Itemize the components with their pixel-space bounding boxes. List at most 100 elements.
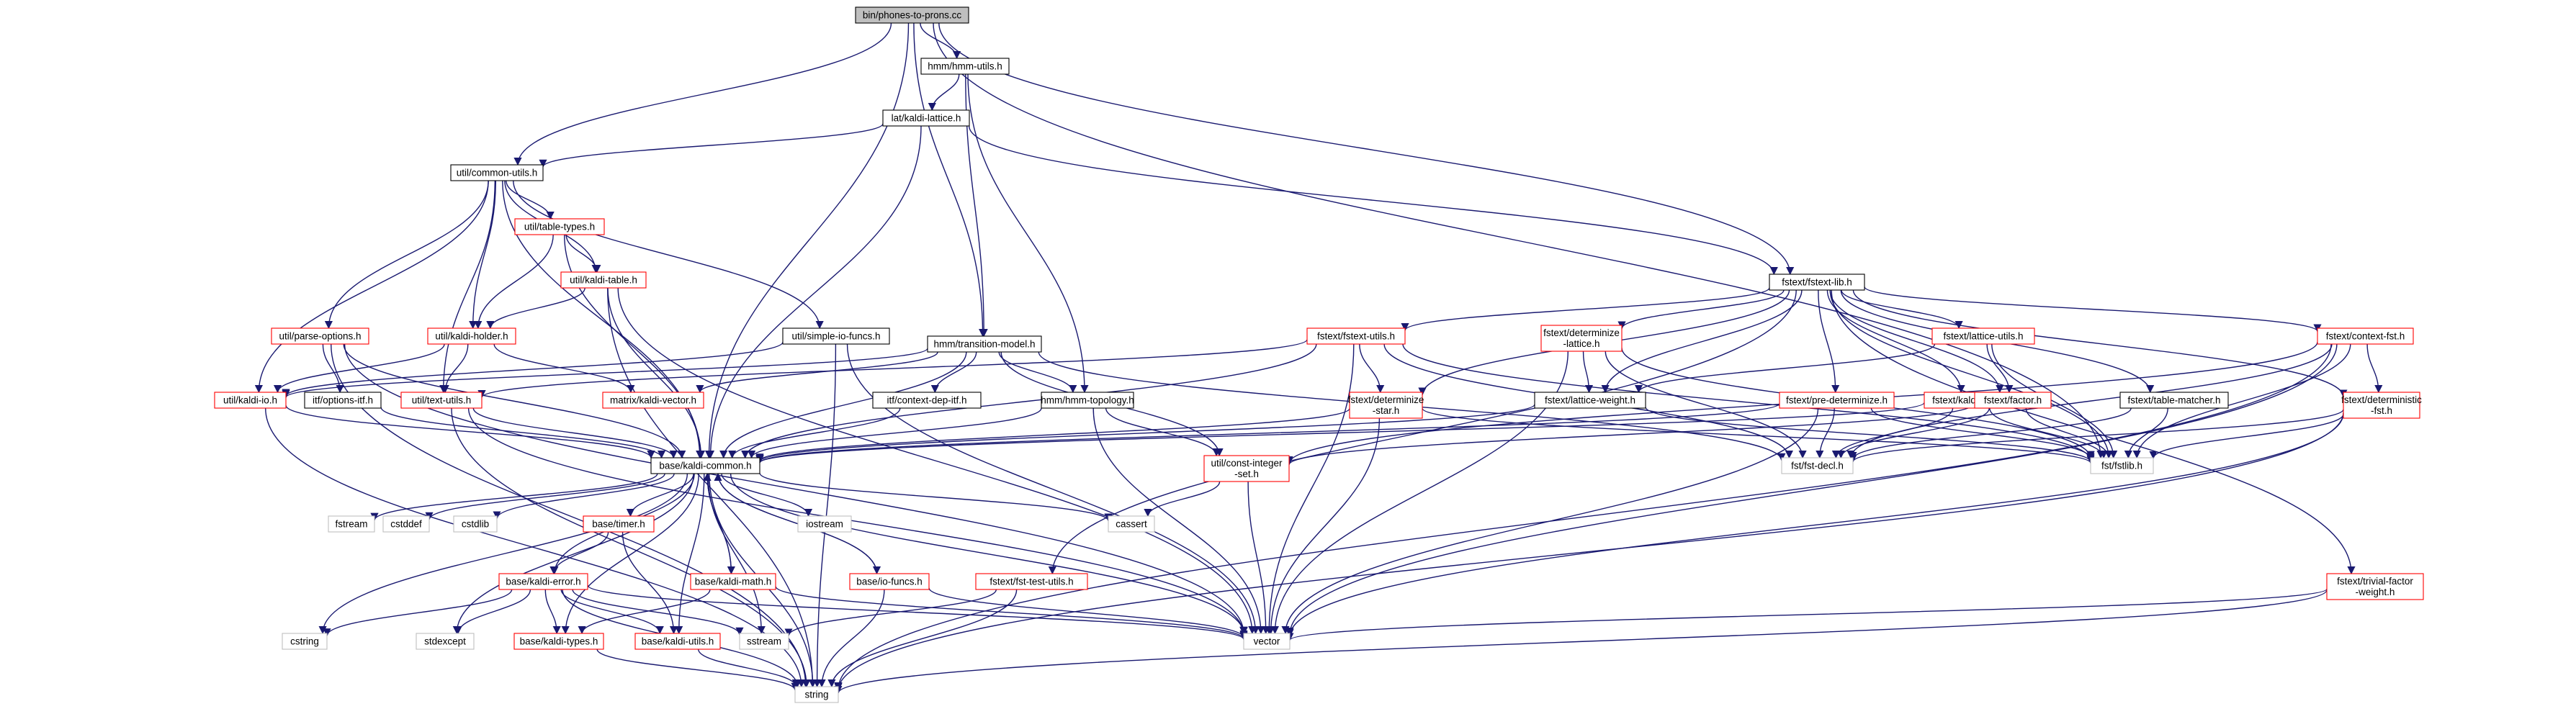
node-box bbox=[416, 633, 475, 650]
edge-util_kaldi_io-to-base_kaldi_common bbox=[285, 405, 655, 459]
node-itf-options[interactable]: itf/options-itf.h bbox=[304, 392, 382, 409]
node-base-io-funcs[interactable]: base/io-funcs.h bbox=[849, 573, 930, 590]
node-label: vector bbox=[1254, 636, 1280, 647]
node-fstext-determinize-star[interactable]: fstext/determinize-star.h bbox=[1348, 392, 1424, 419]
node-util-common[interactable]: util/common-utils.h bbox=[450, 164, 544, 181]
node-box bbox=[2090, 457, 2154, 474]
node-fstext-lib[interactable]: fstext/fstext-lib.h bbox=[1769, 274, 1865, 291]
node-fstext-factor[interactable]: fstext/factor.h bbox=[1974, 392, 2052, 409]
node-label: util/kaldi-io.h bbox=[223, 395, 277, 406]
node-hmm-topology[interactable]: hmm/hmm-topology.h bbox=[1041, 392, 1134, 409]
node-util-text-utils[interactable]: util/text-utils.h bbox=[400, 392, 483, 409]
node-base-kaldi-utils[interactable]: base/kaldi-utils.h bbox=[634, 633, 721, 650]
edge-util_common-to-util_text_utils bbox=[439, 180, 495, 394]
node-util-simple-io[interactable]: util/simple-io-funcs.h bbox=[782, 327, 890, 345]
node-util-kaldi-holder[interactable]: util/kaldi-holder.h bbox=[427, 327, 516, 345]
node-box bbox=[797, 515, 852, 533]
node-base-kaldi-types[interactable]: base/kaldi-types.h bbox=[513, 633, 604, 650]
node-label: string bbox=[804, 690, 828, 700]
node-box bbox=[1306, 327, 1406, 345]
edge-hmm_utils-to-hmm_topology bbox=[967, 73, 1089, 394]
edge-fstext_context_fst-to-vector bbox=[1285, 343, 2338, 636]
edge-base_kaldi_error-to-vector bbox=[587, 584, 1248, 641]
node-label: util/text-utils.h bbox=[412, 395, 472, 406]
node-box bbox=[2326, 573, 2424, 600]
node-base-kaldi-math[interactable]: base/kaldi-math.h bbox=[690, 573, 776, 590]
node-fstext-context-fst[interactable]: fstext/context-fst.h bbox=[2317, 327, 2414, 345]
node-label: fst/fstlib.h bbox=[2101, 461, 2142, 471]
node-box bbox=[328, 515, 375, 533]
node-util-table-types[interactable]: util/table-types.h bbox=[514, 218, 605, 235]
node-label: util/common-utils.h bbox=[457, 168, 538, 178]
edge-fstext_lib-to-fstext_lattice_utils bbox=[1841, 289, 1963, 330]
edge-fstext_utils-to-fst_fstlib bbox=[1402, 343, 2095, 461]
node-box bbox=[690, 573, 776, 590]
node-label: hmm/hmm-utils.h bbox=[928, 61, 1002, 72]
node-sstream: sstream bbox=[739, 633, 789, 650]
edge-hmm_topology-to-base_kaldi_common bbox=[748, 407, 1042, 459]
node-box bbox=[872, 392, 982, 409]
node-base-kaldi-common[interactable]: base/kaldi-common.h bbox=[650, 457, 760, 474]
edge-fstext_deterministic-to-fst_fst_decl bbox=[1849, 409, 2344, 463]
node-label: sstream bbox=[747, 636, 781, 647]
node-label: fstext/fst-test-utils.h bbox=[989, 577, 1073, 587]
edge-fstext_fst_test_utils-to-sstream bbox=[784, 589, 997, 637]
node-hmm-transition[interactable]: hmm/transition-model.h bbox=[927, 335, 1042, 353]
node-itf-context-dep[interactable]: itf/context-dep-itf.h bbox=[872, 392, 982, 409]
dependency-nodes: bin/phones-to-prons.cc hmm/hmm-utils.h lat… bbox=[214, 6, 2424, 703]
edge-fstext_pre_determinize-to-base_kaldi_common bbox=[755, 403, 1780, 464]
node-fstream: fstream bbox=[328, 515, 375, 533]
node-box bbox=[1769, 274, 1865, 291]
edge-fstext_pre_determinize-to-vector bbox=[1281, 407, 1819, 635]
edge-util_const_integer-to-vector bbox=[1247, 481, 1270, 635]
node-box bbox=[782, 327, 890, 345]
node-matrix-kaldi-vector[interactable]: matrix/kaldi-vector.h bbox=[602, 392, 704, 409]
node-box bbox=[1931, 327, 2035, 345]
node-label: fstext/trivial-factor-weight.h bbox=[2337, 576, 2413, 597]
node-label: fstext/determinize-lattice.h bbox=[1543, 327, 1620, 349]
node-box bbox=[304, 392, 382, 409]
node-vector: vector bbox=[1243, 633, 1291, 650]
edge-fstext_determinize_lattice-to-fstext_lattice_weight bbox=[1582, 351, 1594, 394]
edge-fstext_pre_determinize-to-fst_fst_decl bbox=[1816, 407, 1835, 459]
dependency-edges bbox=[254, 22, 2383, 695]
node-box bbox=[1540, 325, 1623, 352]
node-box bbox=[882, 109, 970, 127]
edge-hmm_topology-to-util_const_integer bbox=[1105, 407, 1221, 457]
node-lat-kaldi-lattice[interactable]: lat/kaldi-lattice.h bbox=[882, 109, 970, 127]
node-box bbox=[498, 573, 588, 590]
node-box bbox=[1041, 392, 1134, 409]
node-util-const-integer[interactable]: util/const-integer-set.h bbox=[1203, 455, 1290, 482]
edge-fstext_context_fst-to-fst_fst_decl bbox=[1846, 343, 2333, 459]
edge-itf_options-to-base_kaldi_common bbox=[380, 407, 666, 459]
node-fstext-table-matcher[interactable]: fstext/table-matcher.h bbox=[2119, 392, 2229, 409]
node-fstext-fst-test-utils[interactable]: fstext/fst-test-utils.h bbox=[975, 573, 1088, 590]
edge-fstext_context_fst-to-fst_fstlib bbox=[2132, 343, 2351, 459]
edge-fstext_lib-to-fstext_pre_determinize bbox=[1818, 289, 1840, 394]
node-fstext-lattice-utils[interactable]: fstext/lattice-utils.h bbox=[1931, 327, 2035, 345]
edge-base_kaldi_common-to-cstring bbox=[318, 473, 688, 635]
node-base-timer[interactable]: base/timer.h bbox=[583, 515, 655, 533]
node-base-kaldi-error[interactable]: base/kaldi-error.h bbox=[498, 573, 588, 590]
edge-fstext_kaldi_fst_io-to-base_kaldi_common bbox=[755, 402, 1925, 464]
edge-base_kaldi_error-to-stdexcept bbox=[454, 589, 531, 635]
edge-root-to-base_kaldi_common bbox=[704, 22, 910, 459]
node-util-parse-options[interactable]: util/parse-options.h bbox=[271, 327, 369, 345]
node-hmm-utils[interactable]: hmm/hmm-utils.h bbox=[920, 58, 1010, 75]
node-box bbox=[427, 327, 516, 345]
node-fstext-utils[interactable]: fstext/fstext-utils.h bbox=[1306, 327, 1406, 345]
edge-fstext_lib-to-fstext_factor bbox=[1829, 289, 2004, 394]
edge-util_common-to-util_table_types bbox=[506, 180, 555, 220]
edge-fstext_trivial_factor-to-vector bbox=[1285, 588, 2328, 641]
node-box bbox=[513, 633, 604, 650]
node-util-kaldi-io[interactable]: util/kaldi-io.h bbox=[214, 392, 287, 409]
node-fstext-pre-determinize[interactable]: fstext/pre-determinize.h bbox=[1779, 392, 1895, 409]
node-fstext-determinize-lattice[interactable]: fstext/determinize-lattice.h bbox=[1540, 325, 1623, 352]
node-util-kaldi-table[interactable]: util/kaldi-table.h bbox=[560, 271, 647, 289]
node-fstext-deterministic[interactable]: fstext/deterministic-fst.h bbox=[2341, 392, 2422, 419]
node-root[interactable]: bin/phones-to-prons.cc bbox=[855, 6, 969, 24]
node-fstext-trivial-factor[interactable]: fstext/trivial-factor-weight.h bbox=[2326, 573, 2424, 600]
node-fstext-lattice-weight[interactable]: fstext/lattice-weight.h bbox=[1534, 392, 1646, 409]
edge-base_kaldi_common-to-base_kaldi_types bbox=[561, 473, 699, 635]
edge-base_kaldi_common-to-cstddef bbox=[425, 473, 665, 520]
